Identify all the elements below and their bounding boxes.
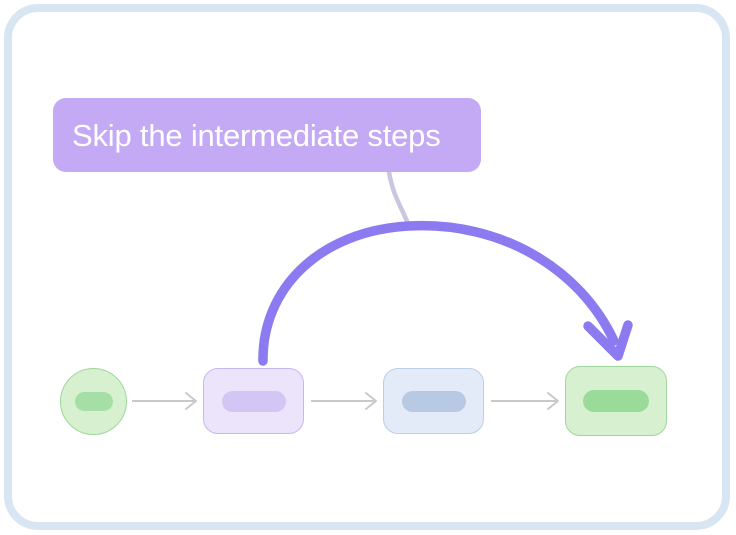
callout-label-text: Skip the intermediate steps xyxy=(72,117,441,153)
callout-skip-label[interactable]: Skip the intermediate steps xyxy=(53,98,481,172)
step-node-purple[interactable] xyxy=(203,368,304,434)
diagram-frame xyxy=(4,4,730,530)
start-node-pill xyxy=(74,392,113,411)
end-node-pill xyxy=(583,390,649,412)
step-node-blue-pill xyxy=(401,390,466,412)
diagram-canvas xyxy=(12,12,722,522)
step-node-purple-pill xyxy=(221,390,286,412)
end-node[interactable] xyxy=(565,366,667,436)
step-node-blue[interactable] xyxy=(383,368,484,434)
start-node[interactable] xyxy=(60,368,127,435)
